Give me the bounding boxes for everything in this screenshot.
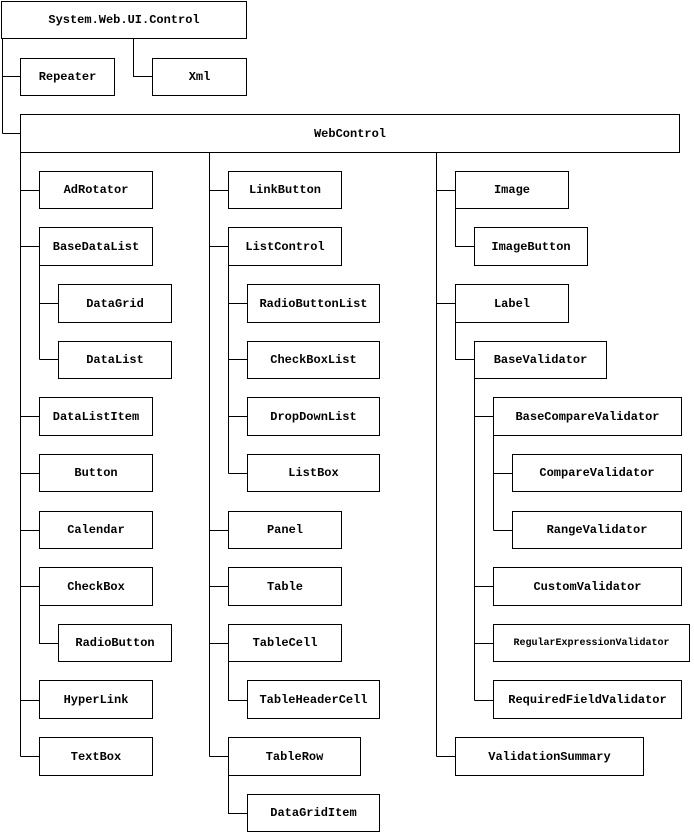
node-system-web-ui-control: System.Web.UI.Control [1,1,247,39]
node-regularexpressionvalidator: RegularExpressionValidator [493,624,690,662]
connector-tablecell-trunk [228,662,247,701]
connector-label-trunk [455,322,474,360]
node-calendar: Calendar [39,511,153,549]
node-button: Button [39,454,153,492]
node-listbox: ListBox [247,454,380,492]
node-basevalidator: BaseValidator [474,341,607,379]
node-table: Table [228,567,342,606]
connector-xml [133,38,152,77]
node-checkbox: CheckBox [39,567,153,606]
node-adrotator: AdRotator [39,171,153,209]
node-validationsummary: ValidationSummary [455,737,644,776]
node-basecomparevalidator: BaseCompareValidator [493,397,682,436]
node-image: Image [455,171,569,209]
node-xml: Xml [152,58,247,96]
node-repeater: Repeater [20,58,115,96]
node-dropdownlist: DropDownList [247,397,380,436]
node-datalist: DataList [58,341,172,379]
node-datagriditem: DataGridItem [247,794,380,832]
node-radiobutton: RadioButton [58,624,172,662]
node-listcontrol: ListControl [228,227,342,266]
node-datalistitem: DataListItem [39,397,153,436]
node-requiredfieldvalidator: RequiredFieldValidator [493,680,682,719]
node-customvalidator: CustomValidator [493,567,682,606]
node-radiobuttonlist: RadioButtonList [247,284,380,323]
node-checkboxlist: CheckBoxList [247,341,380,379]
node-tableheadercell: TableHeaderCell [247,680,380,719]
node-label: Label [455,284,569,323]
node-comparevalidator: CompareValidator [512,454,682,492]
node-textbox: TextBox [39,737,153,776]
node-hyperlink: HyperLink [39,680,153,719]
connector-tablerow-trunk [228,775,247,814]
node-datagrid: DataGrid [58,284,172,323]
node-rangevalidator: RangeValidator [512,511,682,549]
node-imagebutton: ImageButton [474,227,588,266]
node-webcontrol: WebControl [20,114,680,153]
node-linkbutton: LinkButton [228,171,342,209]
node-tablecell: TableCell [228,624,342,662]
connector-image-trunk [455,209,474,247]
connector-checkbox-trunk [39,605,58,644]
node-panel: Panel [228,511,342,549]
node-basedatalist: BaseDataList [39,227,153,266]
node-tablerow: TableRow [228,737,361,776]
